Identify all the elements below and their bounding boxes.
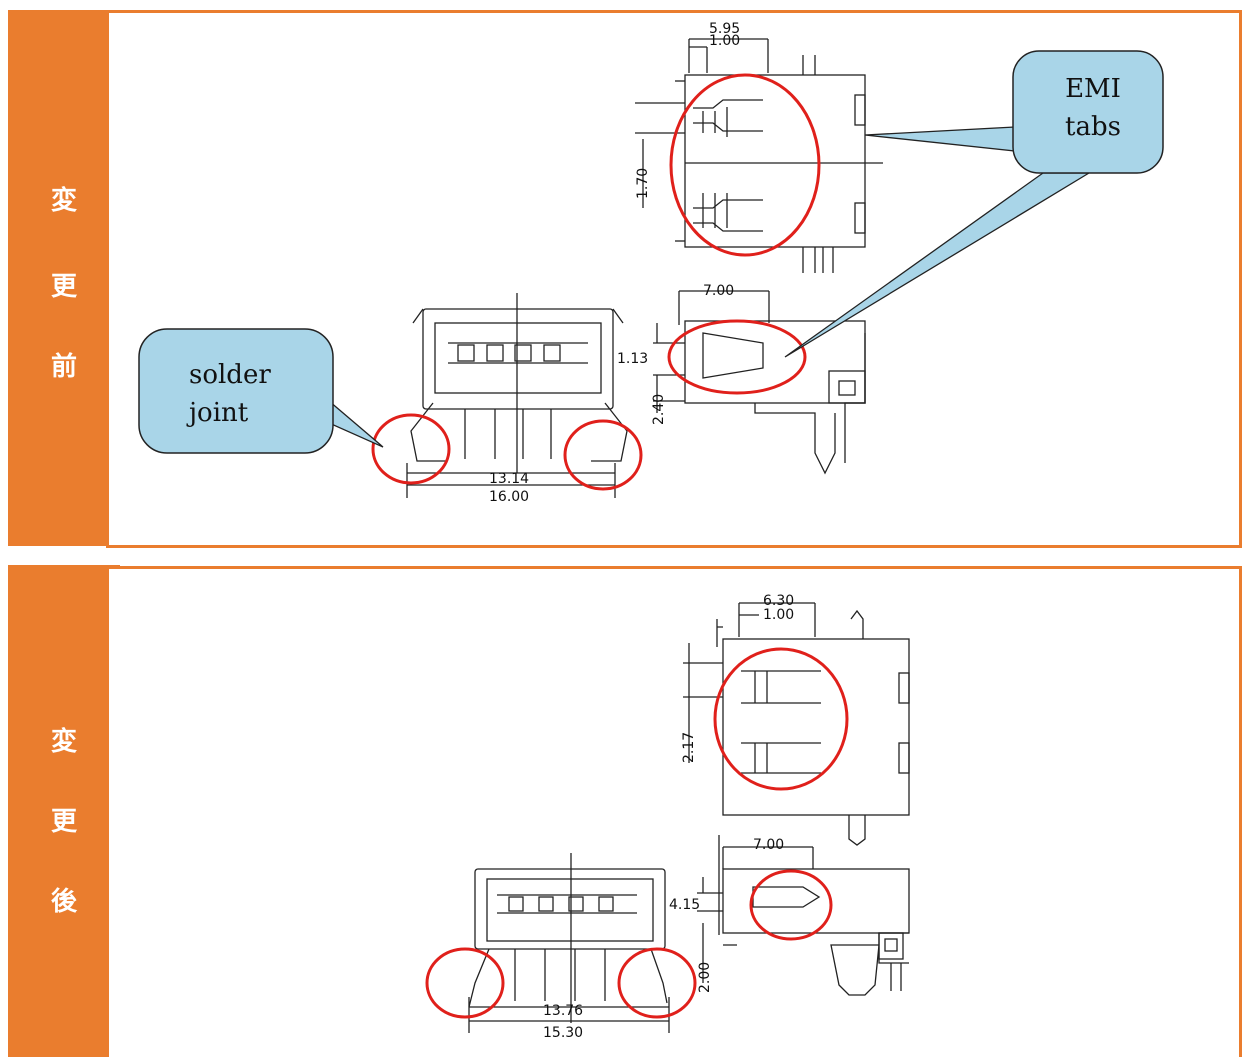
highlight-circle — [563, 419, 643, 491]
label-char: 変 — [50, 727, 77, 757]
label-char: 後 — [50, 887, 77, 917]
dim-label: 7.00 — [753, 837, 784, 853]
label-char: 更 — [50, 272, 77, 302]
highlight-circle — [425, 947, 505, 1019]
dim-label: 13.14 — [489, 471, 529, 487]
solder-callout-line2: joint — [186, 398, 249, 428]
dim-label: 2.40 — [651, 394, 667, 425]
label-char: 更 — [50, 807, 77, 837]
section-label-after: 変 更 後 — [8, 565, 120, 1057]
before-drawing: 5.95 1.00 1.70 7.00 1.13 2.40 13.14 16.0… — [138, 21, 1164, 505]
dim-label: 1.13 — [617, 351, 648, 367]
dim-label: 16.00 — [489, 489, 529, 505]
emi-callout-line1: EMI — [1065, 74, 1121, 104]
before-drawing-panel: 5.95 1.00 1.70 7.00 1.13 2.40 13.14 16.0… — [106, 10, 1242, 548]
label-char: 変 — [50, 186, 77, 216]
top-view-body — [684, 74, 866, 248]
section-label-before: 変 更 前 — [8, 10, 120, 546]
highlight-circle — [617, 947, 697, 1019]
dim-label: 7.00 — [703, 283, 734, 299]
emi-callout-line2: tabs — [1065, 112, 1121, 142]
solder-callout-line1: solder — [189, 360, 271, 390]
dim-label: 2.00 — [697, 962, 713, 993]
dim-label: 2.17 — [681, 732, 697, 763]
label-char: 前 — [50, 352, 77, 382]
dim-label: 5.95 — [709, 21, 740, 37]
dim-label: 4.15 — [669, 897, 700, 913]
highlight-circle — [667, 319, 807, 395]
dim-label: 1.70 — [635, 168, 651, 199]
dim-label: 15.30 — [543, 1025, 583, 1041]
emi-callout: EMI tabs — [784, 50, 1164, 358]
after-drawing-panel: 6.30 1.00 2.17 7.00 4.15 2.00 13.76 15.3… — [106, 566, 1242, 1057]
highlight-circle — [669, 73, 821, 257]
dim-label: 1.00 — [709, 33, 740, 49]
solder-joint-callout: solder joint — [138, 328, 384, 454]
dim-label: 13.76 — [543, 1003, 583, 1019]
dim-label: 1.00 — [763, 607, 794, 623]
highlight-circle — [371, 413, 451, 485]
after-drawing: 6.30 1.00 2.17 7.00 4.15 2.00 13.76 15.3… — [425, 593, 910, 1041]
highlight-circle — [713, 647, 849, 791]
dim-label: 6.30 — [763, 593, 794, 609]
highlight-circle — [749, 869, 833, 941]
